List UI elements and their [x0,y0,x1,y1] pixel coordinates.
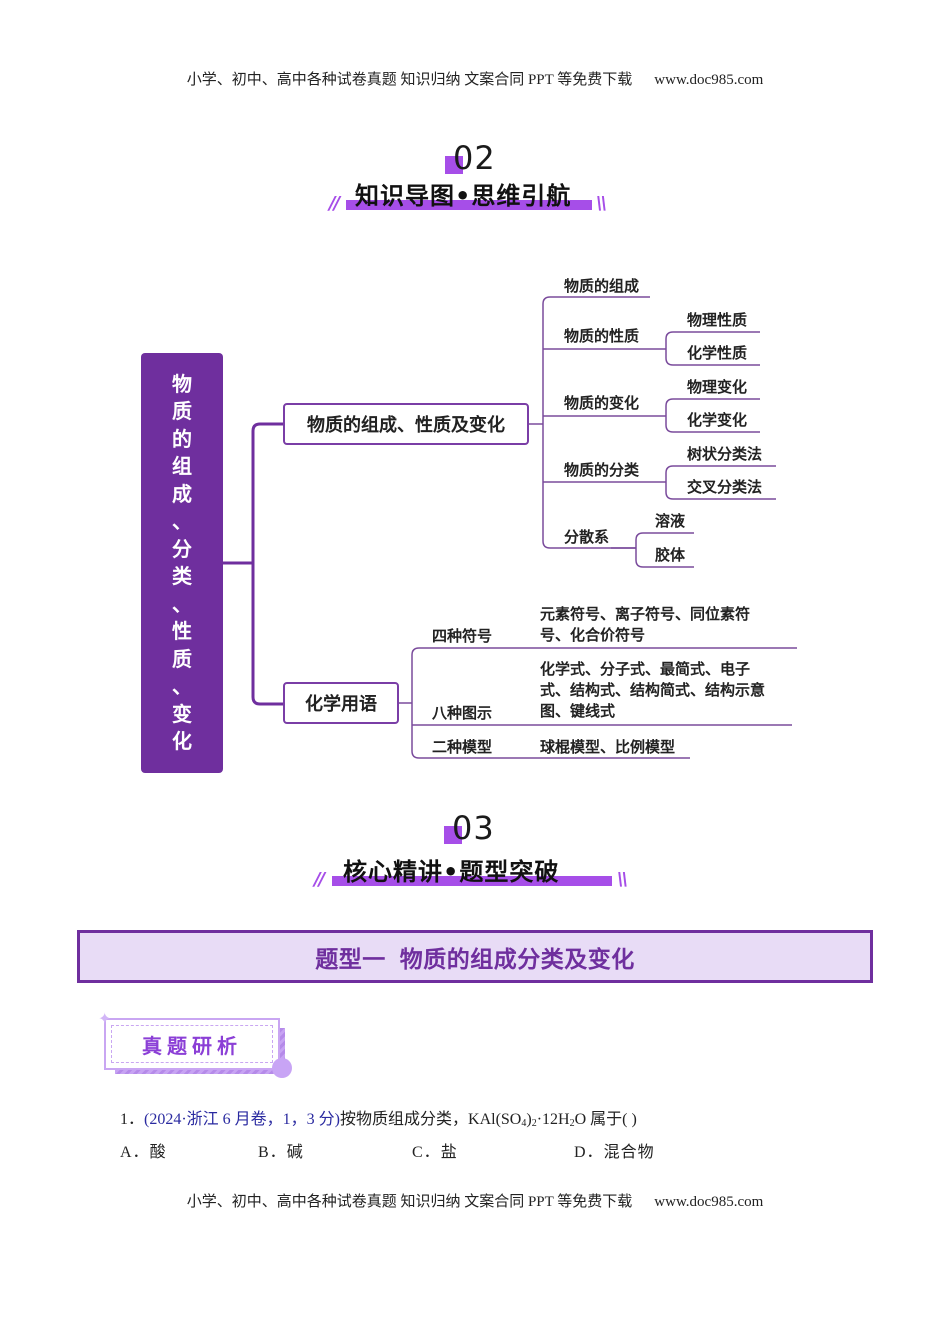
leaf-classification: 物质的分类 [564,461,640,479]
question-stem: 按物质组成分类，KAl(SO [340,1111,522,1128]
leaf-eight-diagrams-detail: 化学式、分子式、最简式、电子 式、结构式、结构简式、结构示意 图、键线式 [540,660,766,720]
question-type-banner: 题型一物质的组成分类及变化 [77,930,873,983]
planet-icon [272,1058,292,1078]
root-char: 性 [172,619,192,643]
sparkle-icon: ✦ [98,1009,112,1028]
question-number: 1． [120,1111,145,1128]
root-char: 分 [172,536,192,561]
mindmap-root-node: 物质的组成、分类、性质、变化 [141,353,223,773]
root-char: 的 [172,426,192,451]
leaf-chemical-properties: 化学性质 [687,344,748,362]
leaf-cross-classification: 交叉分类法 [687,478,763,496]
leaf-chemical-changes: 化学变化 [687,411,748,429]
left-slash-decoration: // [329,193,340,214]
question-type-label: 题型一 [315,946,386,973]
root-char: 、 [172,674,192,698]
footer-slogan: 小学、初中、高中各种试卷真题 知识归纳 文案合同 PPT 等免费下载 [186,1194,633,1210]
root-char: 组 [172,454,192,478]
node-label: 化学用语 [305,694,377,715]
leaf-colloid: 胶体 [655,546,686,564]
footer-site: www.doc985.com [654,1194,764,1210]
section-number-block [445,156,463,174]
section-number-block [444,826,462,844]
section-title-underbar [346,200,592,210]
option-a[interactable]: A．酸 [120,1144,167,1161]
leaf-eight-diagrams: 八种图示 [432,704,493,722]
root-char: 、 [172,591,192,616]
root-char: 、 [172,509,192,533]
option-c[interactable]: C．盐 [412,1144,458,1161]
leaf-solution: 溶液 [655,512,686,530]
leaf-properties: 物质的性质 [564,327,640,345]
leaf-four-symbols: 四种符号 [432,627,493,645]
badge-label: 真题研析 [142,1033,242,1058]
root-char: 物 [172,371,192,396]
leaf-physical-properties: 物理性质 [687,311,748,329]
header-slogan: 小学、初中、高中各种试卷真题 知识归纳 文案合同 PPT 等免费下载 [186,72,633,88]
page-footer: 小学、初中、高中各种试卷真题 知识归纳 文案合同 PPT 等免费下载 www.do… [0,1190,950,1211]
right-slash-decoration: \\ [596,193,607,214]
question-1: 1．(2024·浙江 6 月卷，1，3 分)按物质组成分类，KAl(SO4)2·… [120,1111,637,1129]
root-char: 化 [172,729,192,753]
section-title: 核心精讲•题型突破 [343,858,560,886]
leaf-physical-changes: 物理变化 [687,378,748,396]
left-slash-decoration: // [314,869,325,890]
root-char: 质 [172,646,192,671]
right-slash-decoration: \\ [617,869,628,890]
leaf-composition: 物质的组成 [564,277,640,295]
question-type-title: 物质的组成分类及变化 [399,946,635,973]
real-exam-badge: 真题研析 [104,1018,280,1070]
leaf-four-symbols-detail: 元素符号、离子符号、同位素符 号、化合价符号 [540,605,751,644]
leaf-two-models-detail: 球棍模型、比例模型 [540,738,676,756]
mindmap-node-composition-properties-changes: 物质的组成、性质及变化 [283,403,529,445]
section-title-underbar [332,876,612,886]
root-char: 类 [172,564,192,588]
header-site: www.doc985.com [654,72,764,88]
section-number: 03 [452,809,495,847]
mindmap-node-chemical-terms: 化学用语 [283,682,399,724]
leaf-two-models: 二种模型 [432,738,493,756]
option-b[interactable]: B．碱 [258,1144,304,1161]
question-source: (2024·浙江 6 月卷，1，3 分) [144,1111,341,1128]
page-header: 小学、初中、高中各种试卷真题 知识归纳 文案合同 PPT 等免费下载 www.do… [0,68,950,89]
leaf-tree-classification: 树状分类法 [687,445,763,463]
leaf-changes: 物质的变化 [564,394,640,412]
option-d[interactable]: D．混合物 [574,1144,655,1161]
leaf-dispersion-system: 分散系 [564,528,610,546]
node-label: 物质的组成、性质及变化 [307,415,505,436]
section-number: 02 [453,139,496,177]
root-char: 质 [172,399,192,423]
root-char: 成 [172,481,192,506]
root-char: 变 [172,701,192,726]
mindmap-connectors [223,296,797,759]
section-title: 知识导图•思维引航 [355,182,572,210]
